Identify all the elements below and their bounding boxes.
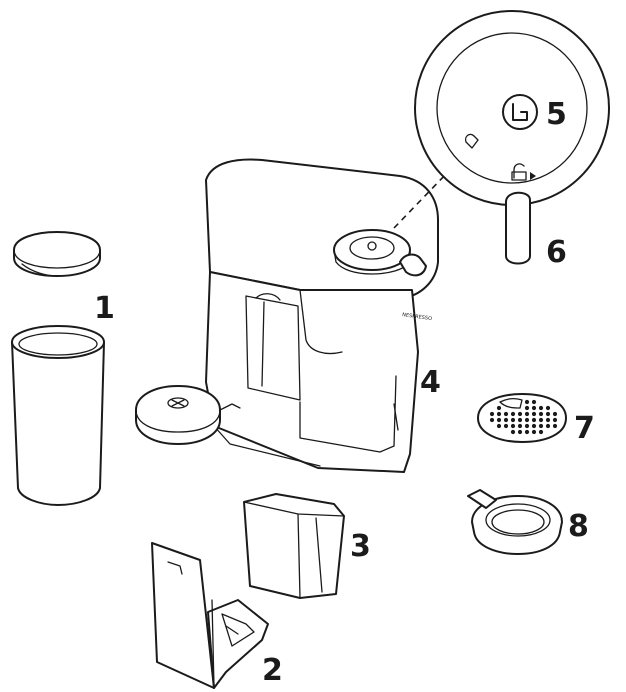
lock-closed-icon: [464, 133, 479, 149]
grid-hole: [496, 417, 502, 423]
grid-hole: [531, 405, 537, 411]
label-part-7: 7: [574, 411, 595, 446]
grid-hole: [524, 429, 530, 435]
grid-hole: [524, 423, 530, 429]
brew-button-icon: [512, 103, 528, 121]
grid-hole: [545, 411, 551, 417]
grid-holes: [489, 399, 558, 435]
grid-hole: [531, 411, 537, 417]
grid-hole: [503, 423, 509, 429]
grid-hole: [552, 423, 558, 429]
grid-hole: [545, 417, 551, 423]
label-part-2: 2: [262, 653, 283, 688]
label-part-4: 4: [420, 365, 441, 400]
grid-hole: [524, 411, 530, 417]
grid-hole: [531, 399, 537, 405]
grid-hole: [531, 429, 537, 435]
grid-hole: [510, 411, 516, 417]
grid-hole: [538, 429, 544, 435]
capsule-holder-ring: [467, 489, 563, 555]
grid-hole: [524, 399, 530, 405]
grid-hole: [496, 423, 502, 429]
grid-hole: [545, 423, 551, 429]
water-tank-cap: [135, 385, 241, 445]
grid-hole: [517, 423, 523, 429]
grid-hole: [531, 423, 537, 429]
unlock-open-icon: [511, 163, 536, 181]
lever-handle-closeup: [505, 191, 531, 265]
capsule-grid-plate: [477, 393, 567, 443]
grid-hole: [510, 423, 516, 429]
grid-hole: [531, 417, 537, 423]
grid-hole: [503, 411, 509, 417]
grid-hole: [517, 429, 523, 435]
grid-hole: [552, 411, 558, 417]
grid-hole: [538, 423, 544, 429]
grid-hole: [489, 417, 495, 423]
label-part-8: 8: [568, 509, 589, 544]
grid-hole: [496, 411, 502, 417]
grid-hole: [552, 417, 558, 423]
label-part-1: 1: [94, 291, 115, 326]
brand-mark: NESPRESSO: [402, 312, 433, 322]
grid-hole: [510, 417, 516, 423]
grid-hole: [496, 405, 502, 411]
grid-hole: [538, 411, 544, 417]
grid-hole: [538, 405, 544, 411]
grid-hole: [517, 417, 523, 423]
callout-line: [393, 171, 449, 229]
cup-lid: [13, 231, 101, 277]
grid-hole: [524, 405, 530, 411]
grid-hole: [510, 429, 516, 435]
label-part-3: 3: [350, 529, 371, 564]
capsule-container: [243, 493, 345, 599]
drip-tray: [151, 542, 269, 689]
grid-hole: [524, 417, 530, 423]
label-part-5: 5: [546, 97, 567, 132]
coffee-machine-body: NESPRESSO: [205, 158, 439, 473]
label-part-6: 6: [546, 235, 567, 270]
grid-hole: [503, 417, 509, 423]
grid-hole: [545, 405, 551, 411]
tumbler-cup: [11, 325, 105, 506]
grid-hole: [538, 417, 544, 423]
grid-hole: [517, 411, 523, 417]
grid-hole: [489, 411, 495, 417]
